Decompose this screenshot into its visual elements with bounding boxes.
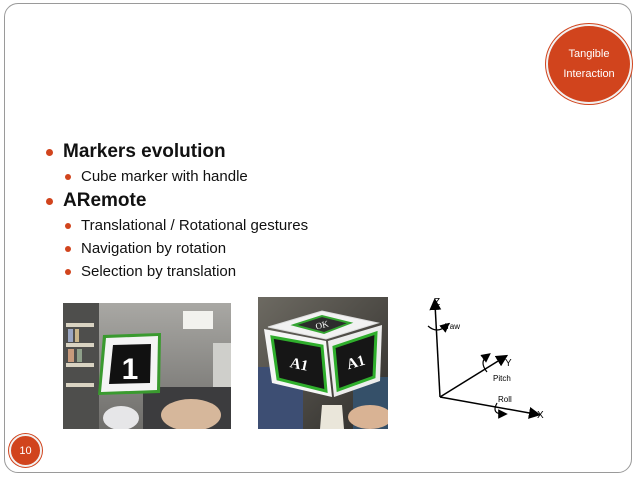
bullet-selection: Selection by translation	[45, 260, 308, 283]
z-axis	[429, 298, 442, 398]
marker-card-label: 1	[122, 353, 139, 386]
bullet-aremote: ARemote	[45, 188, 308, 214]
section-badge: Tangible Interaction	[546, 24, 632, 104]
pitch-label: Pitch	[493, 374, 511, 383]
pitch-rotation-icon	[480, 353, 491, 373]
roll-rotation-icon	[494, 402, 508, 419]
z-axis-label: Z	[434, 297, 440, 308]
bullet-navigation: Navigation by rotation	[45, 237, 308, 260]
bullet-list: Markers evolution Cube marker with handl…	[45, 139, 308, 283]
bullet-markers-evolution: Markers evolution	[45, 139, 308, 165]
yaw-label: Yaw	[445, 322, 460, 331]
cube-left-label: A1	[288, 355, 309, 374]
cube-right-label: A1	[345, 353, 367, 373]
y-axis	[439, 354, 509, 398]
axes-diagram: Z Yaw Y Pitch X Roll	[405, 292, 565, 422]
page-number: 10	[9, 434, 42, 467]
badge-line1: Tangible	[568, 48, 610, 60]
x-axis-label: X	[537, 410, 544, 421]
marker-card-photo: 1	[63, 303, 231, 429]
cube-marker-photo: OK A1 A1	[258, 297, 388, 429]
bullet-cube-marker: Cube marker with handle	[45, 165, 308, 188]
y-axis-label: Y	[505, 358, 512, 369]
badge-line2: Interaction	[563, 68, 615, 80]
cube-top-label: OK	[314, 318, 330, 331]
yaw-rotation-icon	[427, 322, 450, 333]
roll-label: Roll	[498, 395, 512, 404]
x-axis	[439, 396, 541, 419]
bullet-gestures: Translational / Rotational gestures	[45, 214, 308, 237]
